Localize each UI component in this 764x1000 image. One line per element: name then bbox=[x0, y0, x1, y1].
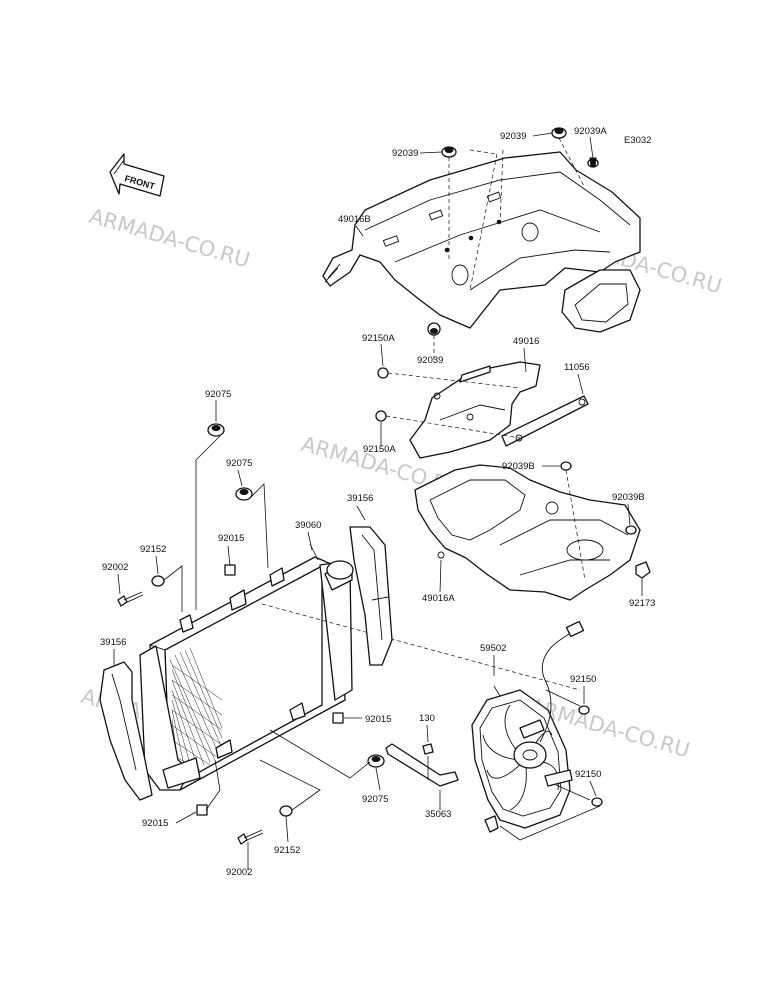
label-39156: 39156 bbox=[347, 493, 373, 504]
label-92015: 92015 bbox=[142, 818, 168, 829]
bolt-130-icon bbox=[422, 743, 434, 755]
bolt-92002-icon bbox=[117, 591, 264, 845]
bolt-92150-icon bbox=[591, 797, 603, 807]
side-guard-39156-icon bbox=[99, 661, 153, 801]
label-92039: 92039 bbox=[500, 131, 526, 142]
label-92002: 92002 bbox=[226, 867, 252, 878]
label-92150a: 92150A bbox=[363, 444, 396, 455]
clip-92015-icon bbox=[196, 564, 344, 816]
label-49016a: 49016A bbox=[422, 593, 455, 604]
fan-59502-icon bbox=[471, 620, 585, 833]
clip-92039b-icon bbox=[625, 525, 637, 535]
grommet-icon bbox=[377, 367, 389, 379]
cover-49016b-icon bbox=[322, 151, 641, 333]
label-39156: 39156 bbox=[100, 637, 126, 648]
label-92150: 92150 bbox=[570, 674, 596, 685]
label-92152: 92152 bbox=[140, 544, 166, 555]
label-49016b: 49016B bbox=[338, 214, 371, 225]
clip-92039b-icon bbox=[560, 461, 572, 471]
label-92075: 92075 bbox=[205, 389, 231, 400]
bracket-11056-icon bbox=[501, 395, 589, 447]
grommet-92075-icon bbox=[207, 423, 385, 768]
side-guard-39156-icon bbox=[349, 526, 393, 666]
label-39060: 39060 bbox=[295, 520, 321, 531]
label-92039b: 92039B bbox=[502, 461, 535, 472]
shield-49016-icon bbox=[409, 361, 541, 459]
label-92150: 92150 bbox=[575, 769, 601, 780]
radiator-39060-icon bbox=[139, 556, 354, 791]
label-92039b: 92039B bbox=[612, 492, 645, 503]
watermark: ARMADA-CO.RU bbox=[87, 204, 253, 273]
label-92039a: 92039A bbox=[574, 126, 607, 137]
label-92002: 92002 bbox=[102, 562, 128, 573]
bolt-92150-icon bbox=[578, 705, 590, 715]
label-49016: 49016 bbox=[513, 336, 539, 347]
label-130: 130 bbox=[419, 713, 435, 724]
label-92150a: 92150A bbox=[362, 333, 395, 344]
label-11056: 11056 bbox=[564, 362, 590, 373]
radiator-core-fins bbox=[169, 647, 223, 778]
front-arrow-icon: FRONT bbox=[109, 153, 165, 197]
label-92075: 92075 bbox=[226, 458, 252, 469]
bracket-35063-icon bbox=[385, 743, 459, 787]
label-92173: 92173 bbox=[629, 598, 655, 609]
label-35063: 35063 bbox=[425, 809, 451, 820]
clip-92173-icon bbox=[635, 561, 651, 579]
label-92075: 92075 bbox=[362, 794, 388, 805]
label-92015: 92015 bbox=[365, 714, 391, 725]
label-92039: 92039 bbox=[417, 355, 443, 366]
grommet-icon bbox=[375, 410, 387, 422]
label-92015: 92015 bbox=[218, 533, 244, 544]
label-92152: 92152 bbox=[274, 845, 300, 856]
label-59502: 59502 bbox=[480, 643, 506, 654]
label-92039: 92039 bbox=[392, 148, 418, 159]
shroud-49016a-icon bbox=[414, 464, 641, 601]
collar-92152-icon bbox=[151, 575, 293, 817]
diagram-code: E3032 bbox=[624, 135, 651, 146]
